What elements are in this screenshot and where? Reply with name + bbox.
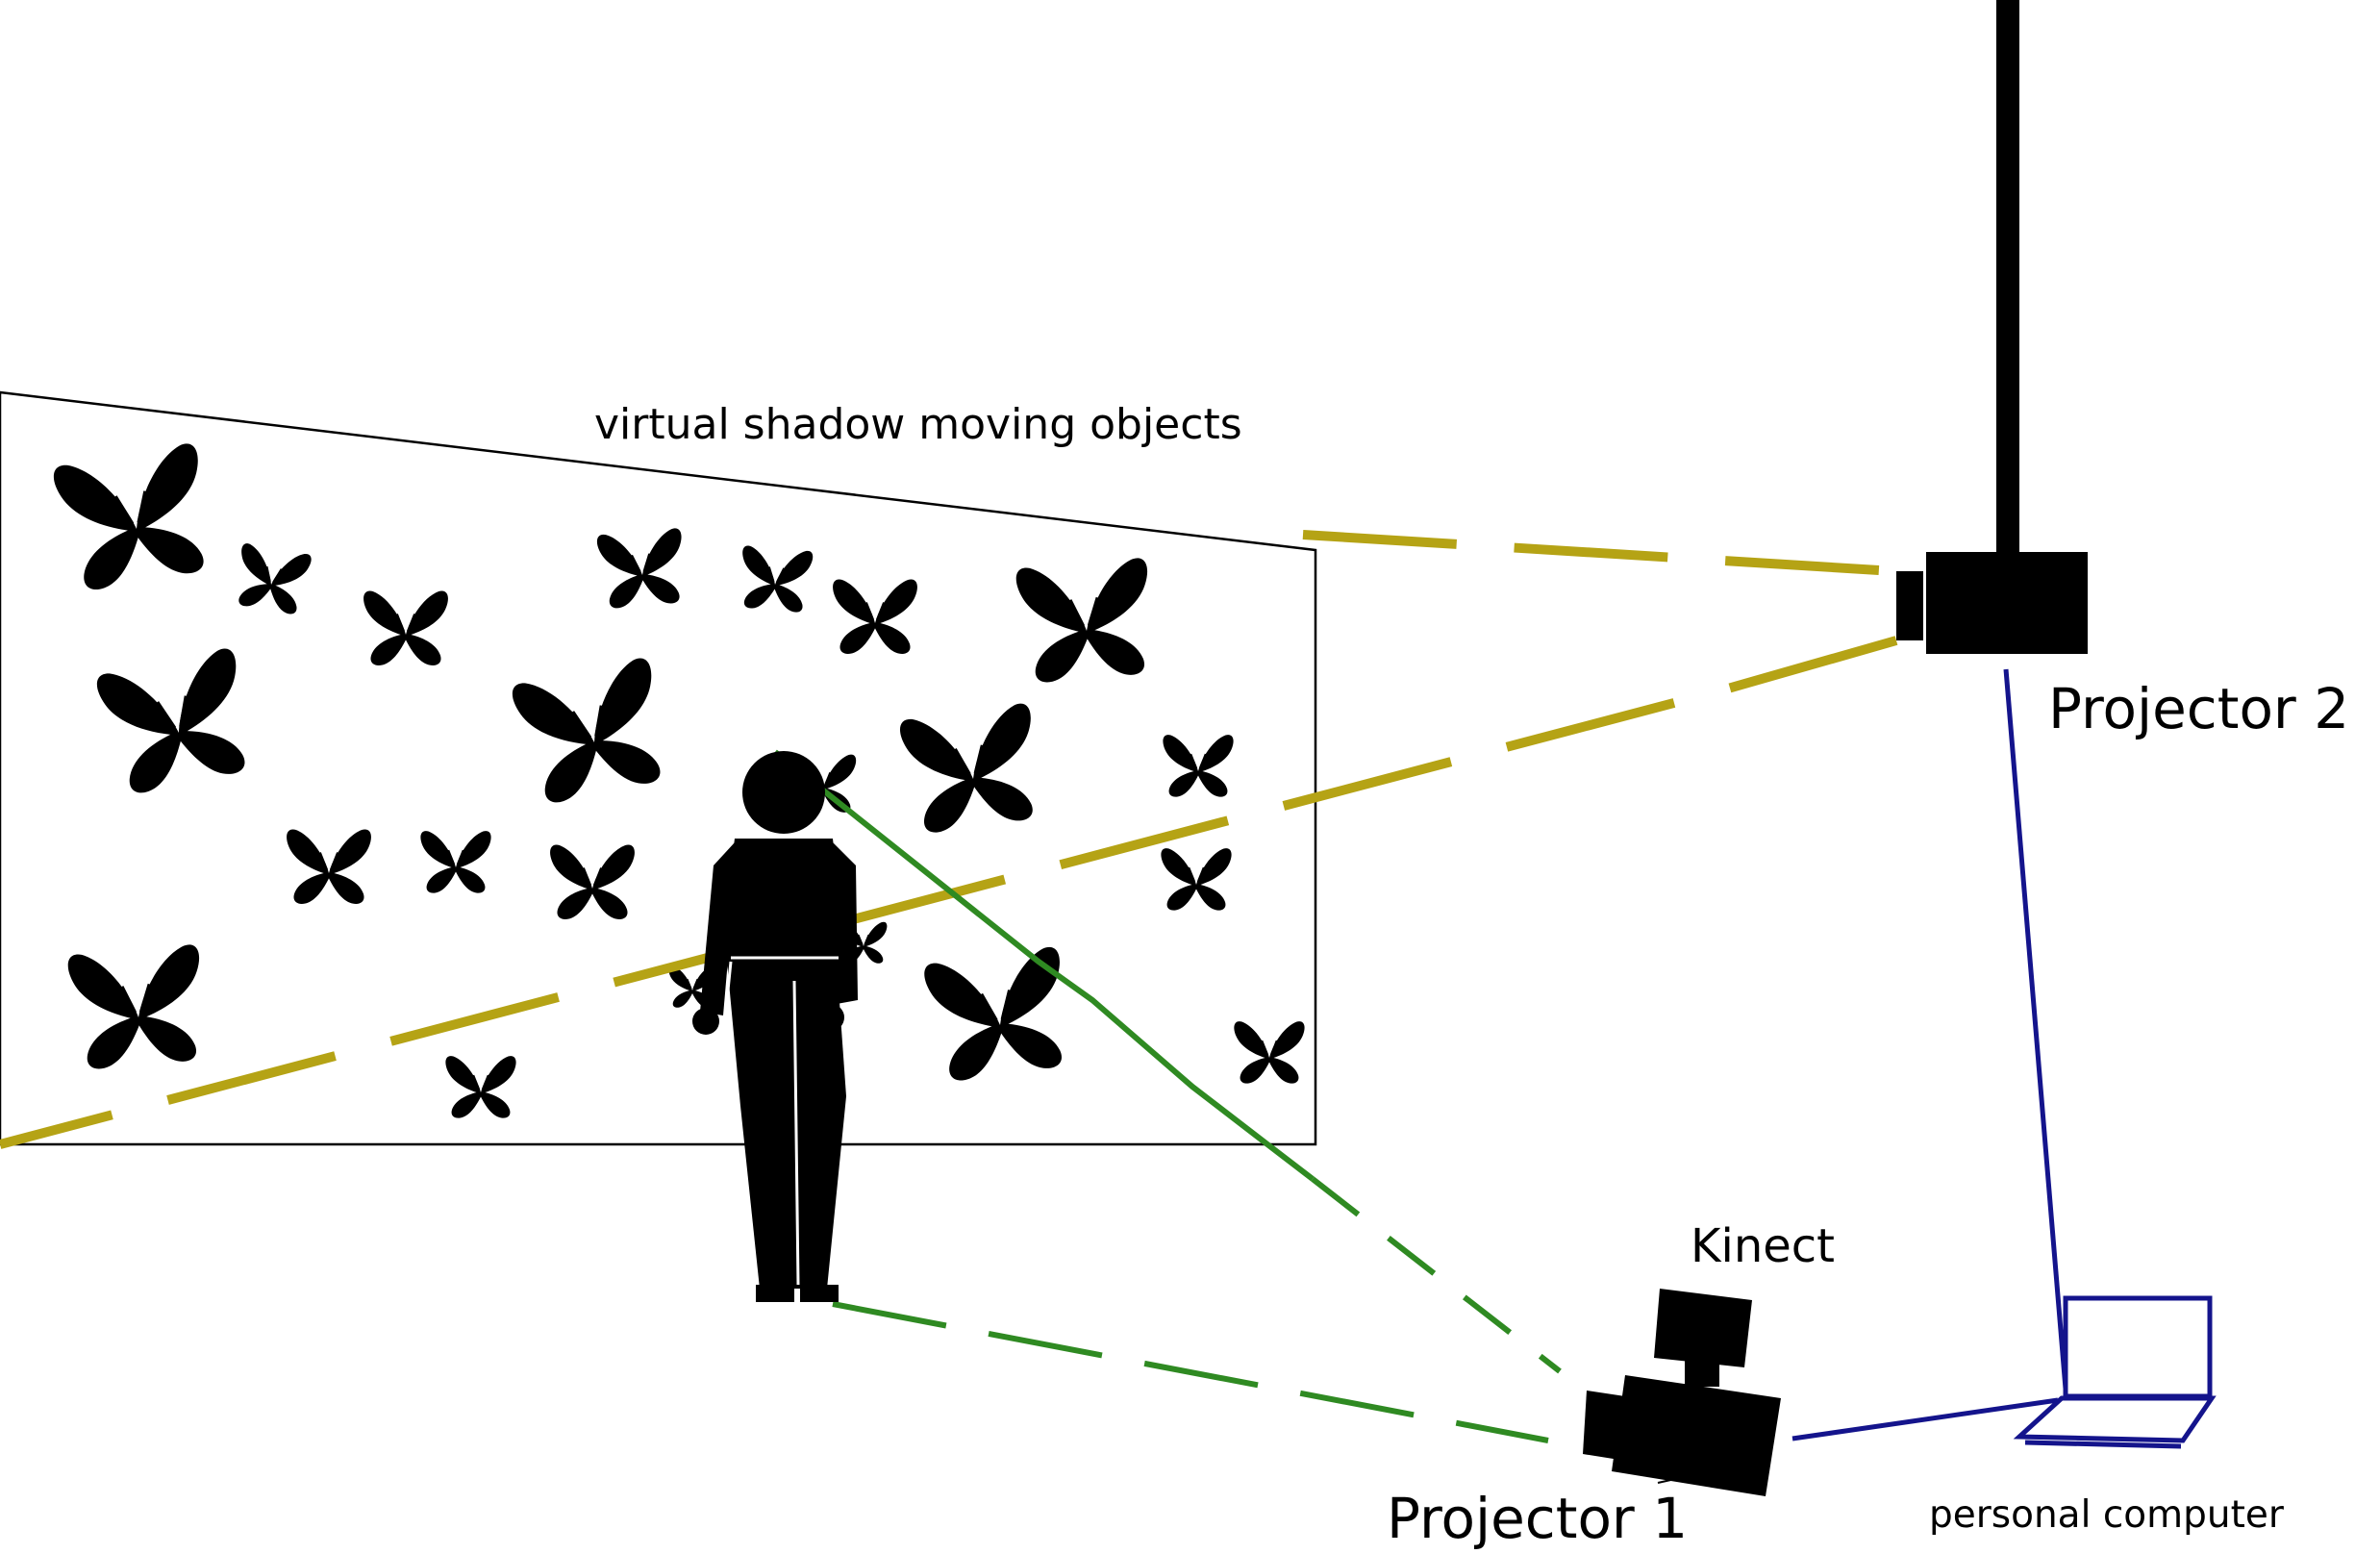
kinect-sensor-icon xyxy=(1654,1289,1752,1387)
kinect-label: Kinect xyxy=(1691,1219,1835,1273)
projector2-label: Projector 2 xyxy=(2048,676,2350,741)
wall-label: virtual shadow moving objects xyxy=(594,400,1242,449)
ceiling-mount-pole xyxy=(1996,0,2019,552)
projector1-beam xyxy=(773,749,1562,1443)
projector1-label: Projector 1 xyxy=(1387,1486,1689,1551)
cable xyxy=(1791,668,2068,1441)
laptop-icon xyxy=(2013,1295,2217,1449)
projector1-icon xyxy=(1583,1375,1781,1496)
computer-label: personal computer xyxy=(1929,1493,2284,1537)
projector2-icon xyxy=(1896,552,2088,654)
person-silhouette xyxy=(692,751,858,1302)
projector2-beam xyxy=(0,530,1898,1149)
